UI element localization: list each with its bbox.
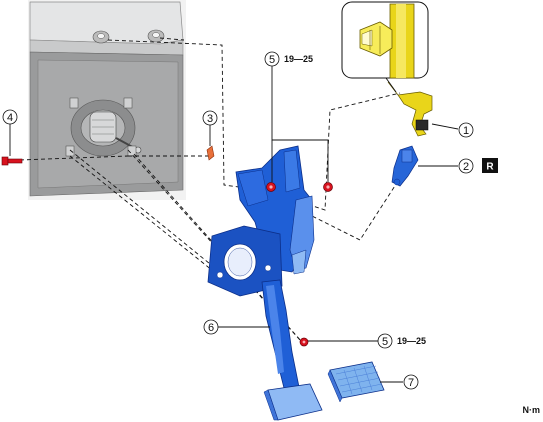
pedal-pad (327, 361, 385, 403)
brake-pedal-foot (263, 383, 323, 421)
callout-2: 2 (458, 158, 474, 174)
torque-spec-bottom: 19—25 (397, 336, 426, 346)
callout-1-label: 1 (463, 125, 469, 137)
callout-leaders (9, 66, 459, 383)
sensor-detail-inset (341, 1, 429, 93)
clip (206, 145, 215, 161)
callout-3: 3 (202, 110, 218, 126)
callout-5-bottom: 5 19—25 (377, 333, 426, 349)
torque-spec-top: 19—25 (284, 54, 313, 64)
torque-unit-label: N·m (523, 405, 541, 415)
brake-pedal-assembly (207, 145, 315, 397)
callout-6-label: 6 (208, 322, 214, 334)
removal-badge-label: R (486, 162, 494, 173)
callout-1: 1 (458, 122, 474, 138)
callout-5-bottom-label: 5 (382, 336, 388, 348)
bolt (1, 156, 23, 166)
callout-7: 7 (403, 374, 419, 390)
nut-top-right (323, 182, 333, 192)
callout-5-top: 5 19—25 (264, 51, 313, 67)
callout-5-top-label: 5 (269, 54, 275, 66)
callout-7-label: 7 (408, 377, 414, 389)
callout-2-label: 2 (463, 161, 469, 173)
bulkhead-inset-view (28, 0, 186, 200)
stop-lamp-sensor (387, 81, 433, 137)
callout-3-label: 3 (207, 113, 213, 125)
callout-6: 6 (203, 319, 219, 335)
removal-badge-r: R (482, 158, 498, 173)
callout-4: 4 (2, 109, 18, 125)
nut-bottom (299, 337, 309, 347)
bulkhead-stud-upper-right (147, 29, 165, 43)
nut-top-left (266, 182, 276, 192)
bulkhead-stud-upper-left (92, 30, 110, 44)
brake-switch (391, 145, 419, 187)
brake-booster-mount (65, 97, 142, 157)
callout-4-label: 4 (7, 112, 13, 124)
